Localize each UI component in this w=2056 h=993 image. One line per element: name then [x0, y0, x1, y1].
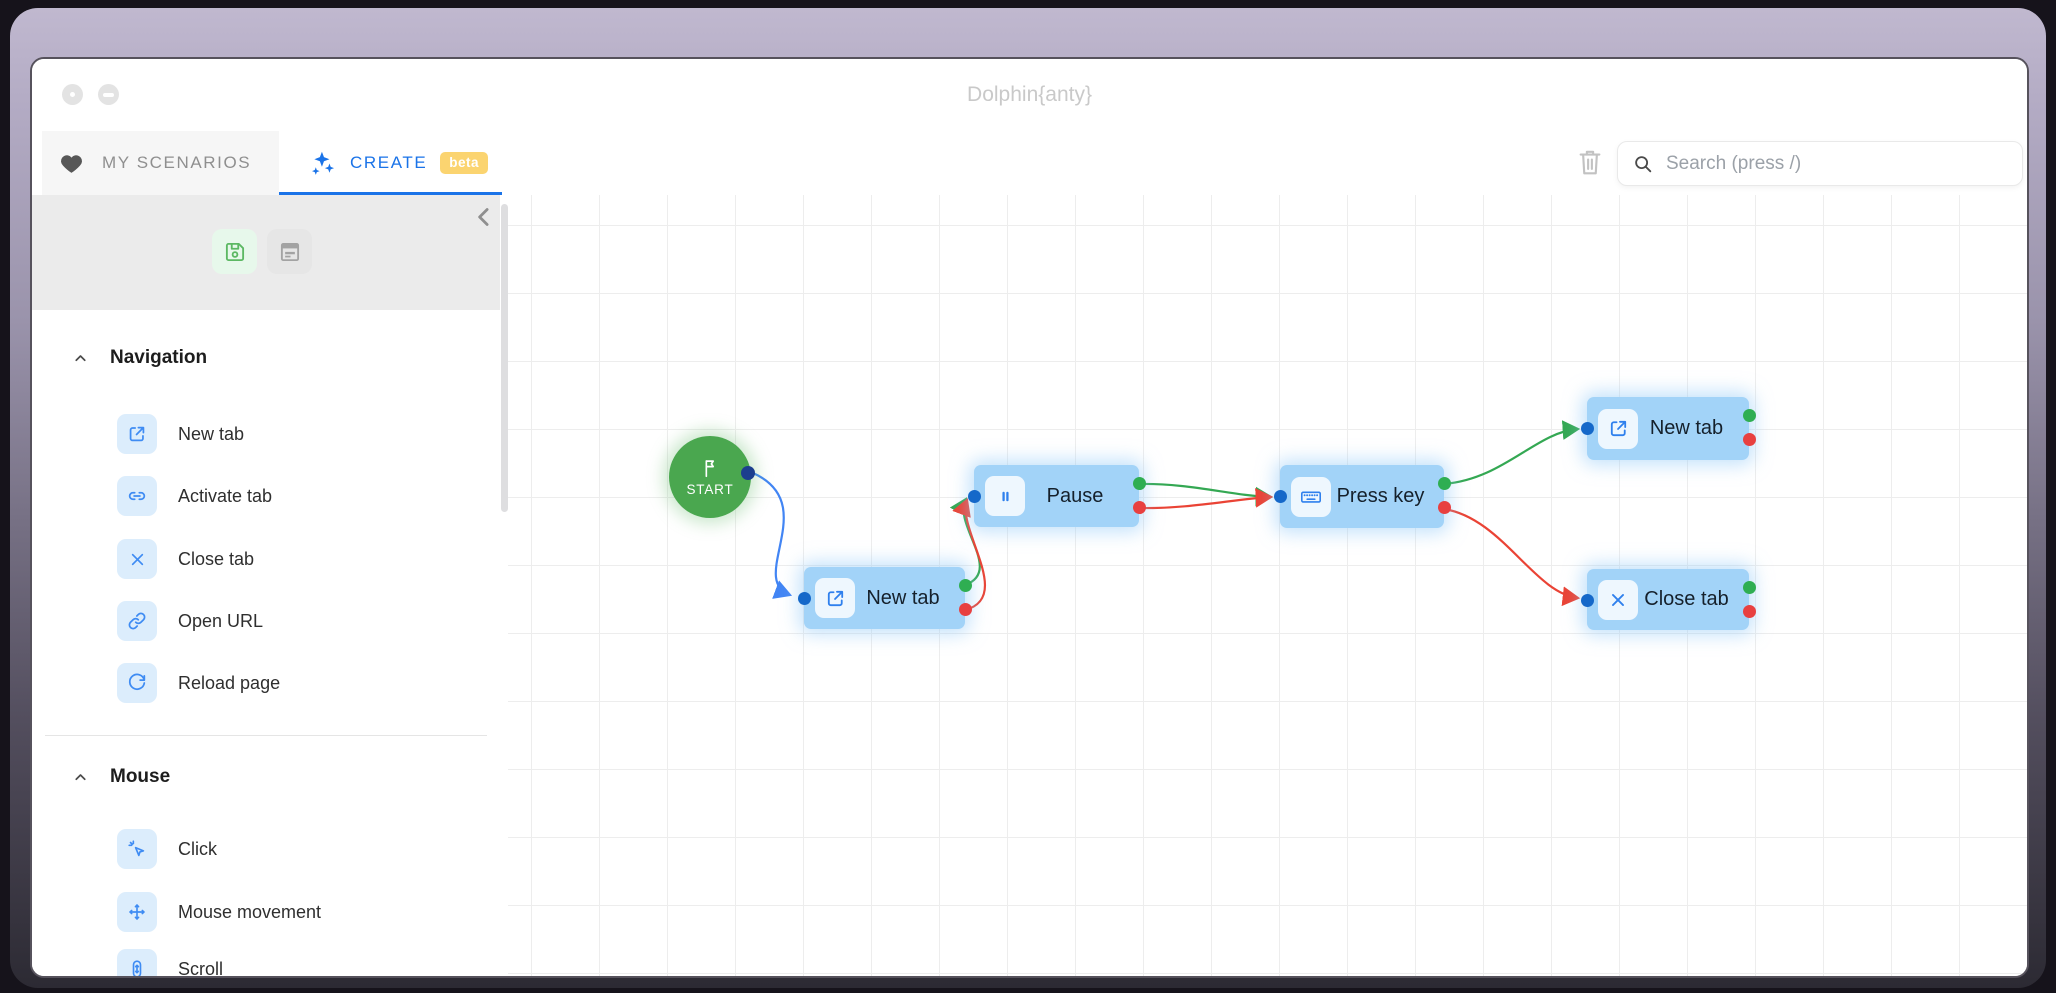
input-port[interactable]: [1274, 490, 1287, 503]
flow-node-pause[interactable]: Pause: [968, 465, 1146, 527]
node-label: New tab: [1649, 417, 1724, 439]
success-port[interactable]: [1743, 409, 1756, 422]
sidebar-item-scroll[interactable]: Scroll: [117, 949, 224, 978]
section-header-navigation[interactable]: Navigation: [72, 345, 207, 371]
chevron-up-icon: [75, 773, 86, 780]
start-output-port[interactable]: [741, 466, 755, 480]
search-input[interactable]: [1664, 151, 2008, 176]
flow-node-new-tab-1[interactable]: New tab: [798, 567, 972, 629]
sidebar-item-reload-page[interactable]: Reload page: [117, 663, 280, 703]
error-port[interactable]: [1438, 501, 1451, 514]
click-icon: [117, 829, 157, 869]
keyboard-icon: [1291, 476, 1331, 517]
chevron-left-icon: [478, 208, 489, 226]
beta-badge: beta: [440, 152, 489, 174]
flow-node-new-tab-2[interactable]: New tab: [1581, 397, 1756, 460]
item-label: Reload page: [178, 672, 281, 693]
input-port[interactable]: [798, 592, 811, 605]
sidebar-toolbar: [32, 195, 500, 310]
error-port[interactable]: [1743, 433, 1756, 446]
input-port[interactable]: [1581, 594, 1594, 607]
item-label: Close tab: [178, 548, 255, 569]
flow-canvas[interactable]: [508, 195, 2027, 976]
flow-node-press-key[interactable]: Press key: [1274, 465, 1451, 528]
item-label: Activate tab: [178, 485, 273, 506]
new-tab-icon: [1598, 408, 1638, 449]
new-tab-icon: [117, 414, 157, 454]
minimize-glyph: [103, 92, 114, 97]
new-tab-icon: [815, 578, 855, 618]
mouse-movement-icon: [117, 892, 157, 932]
node-label: Close tab: [1644, 588, 1729, 610]
open-url-icon: [117, 601, 157, 641]
node-label: Pause: [1046, 484, 1104, 507]
tab-create[interactable]: CREATE beta: [279, 131, 502, 195]
sidebar-item-activate-tab[interactable]: Activate tab: [117, 476, 272, 516]
close-tab-icon: [117, 539, 157, 579]
sidebar-item-close-tab[interactable]: Close tab: [117, 539, 254, 579]
form-icon: [280, 242, 299, 261]
collapse-sidebar-button[interactable]: [469, 201, 501, 233]
item-label: Click: [178, 838, 217, 859]
scenario-settings-button[interactable]: [267, 229, 312, 274]
item-label: Scroll: [178, 958, 224, 978]
floppy-disk-icon: [225, 242, 244, 261]
section-label: Navigation: [110, 347, 208, 368]
trash-icon: [1579, 150, 1601, 175]
error-port[interactable]: [959, 603, 972, 616]
heart-icon: [61, 154, 82, 173]
start-node-label: START: [686, 482, 734, 497]
item-label: New tab: [178, 423, 245, 444]
error-port[interactable]: [1743, 605, 1756, 618]
save-scenario-button[interactable]: [212, 229, 257, 274]
success-port[interactable]: [959, 579, 972, 592]
section-label: Mouse: [110, 766, 171, 787]
item-label: Open URL: [178, 610, 264, 631]
app-window: START New tab Pause: [30, 57, 2029, 978]
success-port[interactable]: [1743, 581, 1756, 594]
error-port[interactable]: [1133, 501, 1146, 514]
tab-my-scenarios[interactable]: MY SCENARIOS: [42, 131, 279, 195]
window-title: Dolphin{anty}: [967, 83, 1092, 106]
sidebar-item-click[interactable]: Click: [117, 829, 217, 869]
sparkles-icon: [312, 151, 335, 175]
section-divider: [45, 735, 487, 736]
delete-button[interactable]: [1575, 145, 1605, 179]
search-icon: [1635, 155, 1652, 172]
chevron-up-icon: [75, 354, 86, 361]
window-minimize-button[interactable]: [98, 84, 119, 105]
flow-node-start[interactable]: START: [669, 436, 755, 518]
sidebar-item-new-tab[interactable]: New tab: [117, 414, 244, 454]
input-port[interactable]: [968, 490, 981, 503]
blocks-sidebar: Navigation New tab Activate tab: [32, 195, 508, 976]
flow-node-close-tab[interactable]: Close tab: [1581, 569, 1756, 630]
close-glyph: [70, 92, 75, 97]
close-tab-icon: [1598, 579, 1638, 620]
scroll-icon: [117, 949, 157, 976]
success-port[interactable]: [1133, 477, 1146, 490]
section-header-mouse[interactable]: Mouse: [72, 764, 170, 790]
title-bar: Dolphin{anty}: [32, 59, 2027, 132]
success-port[interactable]: [1438, 477, 1451, 490]
sidebar-scrollbar[interactable]: [501, 204, 508, 512]
pause-icon: [985, 476, 1025, 516]
node-label: New tab: [866, 586, 940, 609]
flag-icon: [699, 457, 721, 479]
sidebar-item-mouse-movement[interactable]: Mouse movement: [117, 892, 321, 932]
tab-label: CREATE: [350, 153, 428, 172]
window-close-button[interactable]: [62, 84, 83, 105]
item-label: Mouse movement: [178, 901, 322, 922]
input-port[interactable]: [1581, 422, 1594, 435]
search-box: [1617, 141, 2023, 186]
reload-page-icon: [117, 663, 157, 703]
sidebar-item-open-url[interactable]: Open URL: [117, 601, 263, 641]
activate-tab-icon: [117, 476, 157, 516]
node-label: Press key: [1336, 485, 1425, 507]
tab-label: MY SCENARIOS: [102, 153, 252, 172]
